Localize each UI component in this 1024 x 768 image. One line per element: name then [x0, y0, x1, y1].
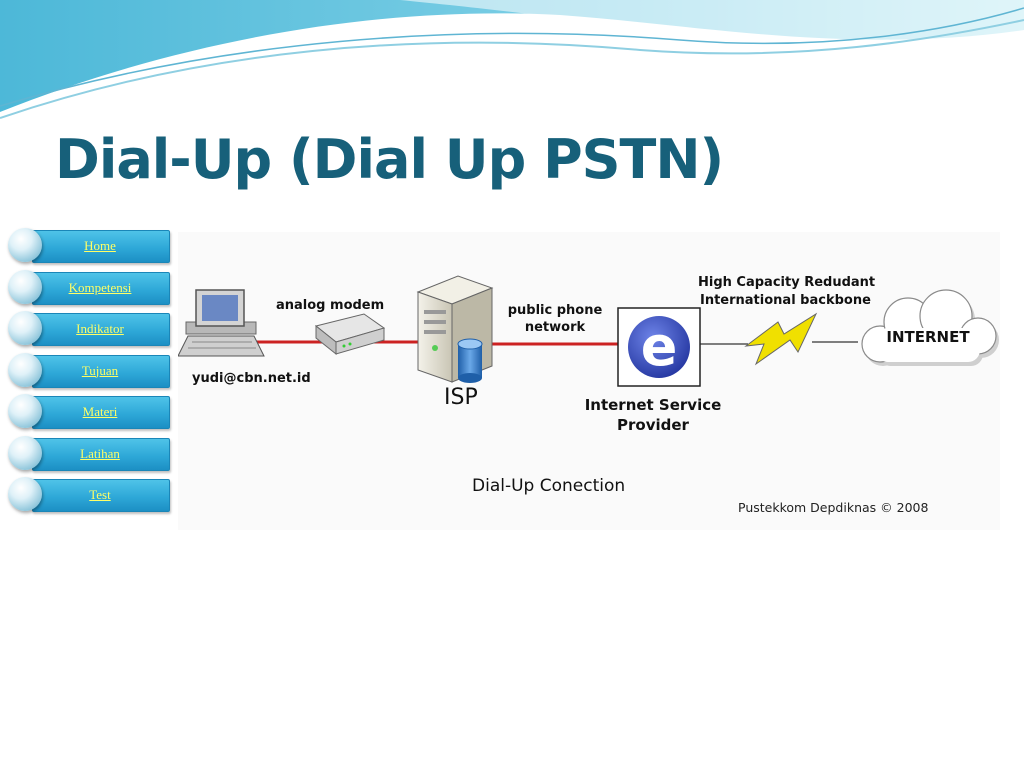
nav-bullet-orb-icon	[8, 352, 42, 387]
nav-bullet-orb-icon	[8, 477, 42, 511]
nav-link-tujuan[interactable]: Tujuan	[81, 362, 119, 378]
nav-bullet-orb-icon	[8, 311, 42, 345]
nav-link-latihan[interactable]: Latihan	[80, 445, 120, 461]
nav-button-bar[interactable]	[32, 313, 170, 346]
dial-up-diagram: yudi@cbn.net.id analog modem ISP public …	[178, 232, 1000, 530]
nav-item-kompetensi[interactable]: Kompetensi	[8, 269, 170, 306]
internet-cloud-icon	[861, 289, 999, 366]
backbone-lightning-icon	[744, 312, 818, 366]
nav-link-kompetensi[interactable]: Kompetensi	[68, 279, 132, 295]
nav-item-home[interactable]: Home	[8, 228, 170, 264]
nav-button-bar[interactable]	[32, 396, 170, 429]
diagram-credit: Pustekkom Depdiknas © 2008	[738, 500, 928, 515]
user-email-label: yudi@cbn.net.id	[192, 371, 311, 386]
nav-item-materi[interactable]: Materi	[8, 394, 170, 430]
nav-bullet-orb-icon	[8, 228, 42, 262]
nav-bullet-orb-icon	[8, 269, 42, 304]
provider-label-line1: Internet Service	[585, 396, 722, 414]
nav-link-materi[interactable]: Materi	[82, 404, 118, 419]
analog-modem-icon	[314, 313, 386, 356]
slide-title: Dial-Up (Dial Up PSTN)	[55, 128, 724, 191]
nav-item-indikator[interactable]: Indikator	[8, 311, 170, 347]
nav-button-bar[interactable]	[32, 271, 170, 305]
internet-provider-icon: e	[617, 307, 701, 387]
nav-item-tujuan[interactable]: Tujuan	[8, 352, 170, 389]
modem-label: analog modem	[276, 298, 384, 313]
nav-button-bar[interactable]	[32, 437, 170, 471]
nav-button-bar[interactable]	[32, 230, 170, 263]
backbone-label-line2: International backbone	[700, 293, 871, 308]
user-computer-icon	[178, 289, 265, 357]
nav-bullet-orb-icon	[8, 394, 42, 428]
diagram-background	[178, 232, 1000, 530]
provider-icon-letter: e	[641, 315, 678, 378]
nav-link-indikator[interactable]: Indikator	[76, 321, 124, 336]
cloud-label: INTERNET	[886, 328, 970, 346]
nav-item-latihan[interactable]: Latihan	[8, 435, 170, 472]
nav-link-test[interactable]: Test	[89, 487, 111, 502]
header-wave-decoration	[0, 0, 1024, 119]
backbone-label-line1: High Capacity Redudant	[698, 275, 875, 290]
nav-item-test[interactable]: Test	[8, 477, 170, 513]
public-phone-label-line2: network	[525, 320, 586, 335]
provider-label-line2: Provider	[617, 416, 690, 434]
nav-bullet-orb-icon	[8, 435, 42, 470]
nav-button-bar[interactable]	[32, 354, 170, 388]
public-phone-label-line1: public phone	[508, 303, 603, 318]
nav-link-home[interactable]: Home	[84, 238, 116, 253]
isp-server-icon	[416, 275, 494, 383]
side-navigation: Home Kompetensi Indikator Tujuan Materi …	[8, 228, 170, 519]
diagram-caption: Dial-Up Conection	[472, 476, 625, 496]
isp-label: ISP	[444, 385, 478, 410]
